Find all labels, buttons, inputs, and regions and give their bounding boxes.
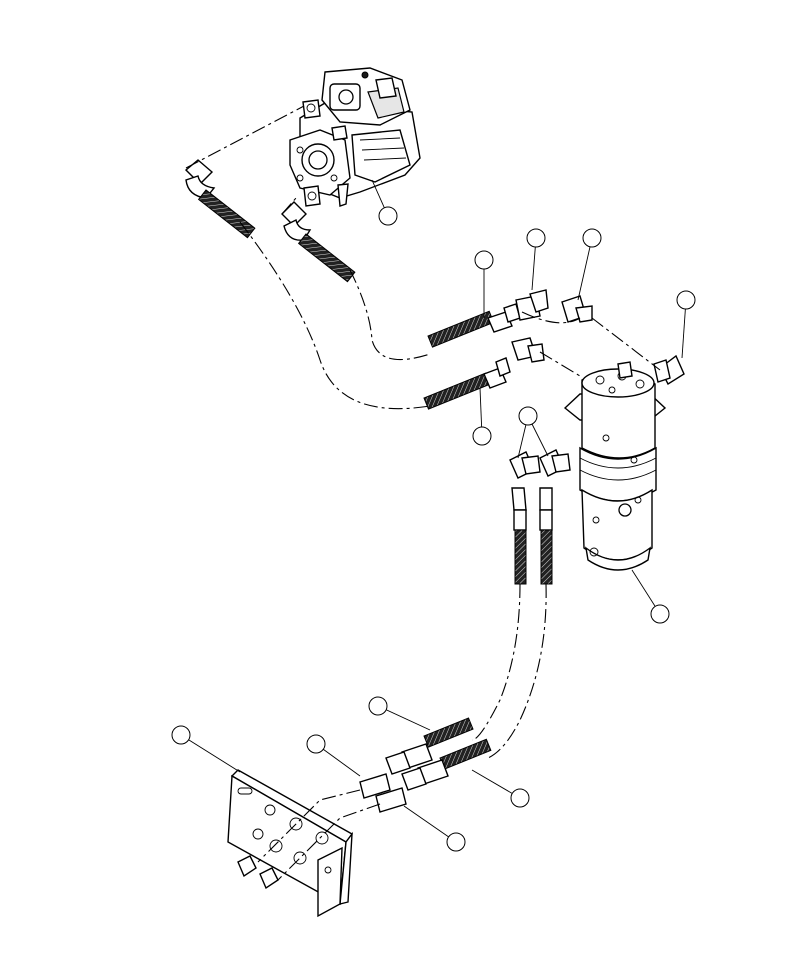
bulkhead-hose-upper-callout (368, 696, 388, 716)
bottom-hose-upper (385, 717, 474, 775)
hose-routing-lines (185, 105, 661, 881)
vertical-hose-left (511, 487, 527, 585)
swivel-elbows-callout (518, 406, 538, 426)
bottom-hose-lower (401, 738, 492, 791)
swivel-elbows (509, 449, 571, 479)
pump-hose-left (184, 159, 256, 239)
elbow-b-callout (582, 228, 602, 248)
pump-hose-right (281, 201, 356, 283)
elbow-fitting-b (561, 295, 593, 323)
callout-balloons (171, 206, 696, 852)
swivel-joint-callout (650, 604, 670, 624)
middle-hose-upper (427, 303, 521, 348)
elbow-fitting-c (511, 337, 545, 363)
bulkhead-fittings (359, 773, 407, 813)
bulkhead-fitting-callout (306, 734, 326, 754)
swivel-joint (563, 361, 667, 571)
bulkhead-hose-lower-callout (510, 788, 530, 808)
bulkhead-fitting-lower-callout (446, 832, 466, 852)
hose-lower-callout (472, 426, 492, 446)
vertical-hose-right (539, 487, 553, 585)
elbow-fitting-swivel-top (653, 354, 685, 386)
hydraulic-pump (289, 67, 421, 207)
pump-callout (378, 206, 398, 226)
elbow-swivel-callout (676, 290, 696, 310)
hose-upper-callout (474, 250, 494, 270)
bracket-callout (171, 725, 191, 745)
middle-hose-lower (423, 357, 511, 410)
mounting-bracket (227, 769, 354, 918)
elbow-fitting-a (515, 289, 549, 321)
elbow-a-callout (526, 228, 546, 248)
